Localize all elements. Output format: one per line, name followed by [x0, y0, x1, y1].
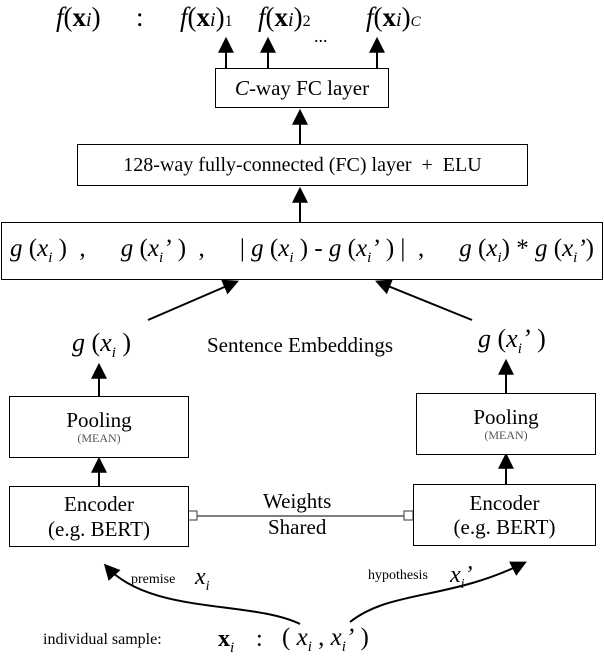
pooling-right-title: Pooling [473, 405, 539, 430]
c-way-fc-layer-label: C-way FC layer [234, 75, 370, 100]
concat-features-box: g (xi ) , g (xi’ ) , | g (xi ) - g (xi’ … [1, 222, 603, 280]
pooling-left-sub: (MEAN) [77, 431, 121, 446]
pooling-left-box: Pooling (MEAN) [9, 396, 189, 458]
encoder-right-line2: (e.g. BERT) [453, 515, 556, 539]
arrow-right-embedding-to-concat [375, 279, 473, 321]
left-embedding: g (xi ) [72, 328, 132, 362]
premise-var: xi [195, 564, 210, 594]
weights-shared-right-handle [403, 510, 414, 521]
arrow-left-embedding-to-concat [147, 279, 239, 321]
encoder-left-line2: (e.g. BERT) [48, 516, 150, 541]
sentence-embeddings-label: Sentence Embeddings [207, 333, 394, 357]
fc128-layer-box: 128-way fully-connected (FC) layer + ELU [77, 144, 528, 186]
concat-term-abs-diff: | g (xi ) - g (xi’ ) | , [239, 234, 425, 266]
sample-tuple: ( xi , xi’ ) [282, 624, 369, 655]
pooling-right-sub: (MEAN) [484, 428, 528, 443]
arrow-sample-to-left-encoder [103, 563, 301, 625]
pooling-right-box: Pooling (MEAN) [416, 393, 596, 455]
premise-label: premise [131, 572, 176, 587]
output-f-xi-1: f(xi)1 [180, 2, 233, 32]
weights-shared-line1: Weights [263, 489, 332, 513]
output-ellipsis: ... [314, 26, 328, 46]
concat-term-product: g (xi) * g (xi’) [459, 234, 594, 266]
encoder-left-line1: Encoder [64, 492, 134, 517]
output-colon: : [136, 2, 144, 32]
encoder-left-box: Encoder (e.g. BERT) [9, 486, 189, 547]
encoder-right-box: Encoder (e.g. BERT) [413, 484, 596, 546]
right-embedding: g (xi’ ) [478, 324, 546, 358]
sample-var: xi [218, 626, 235, 656]
output-f-xi-c: f(xi)C [366, 2, 421, 32]
c-way-fc-layer-box: C-way FC layer [215, 68, 389, 108]
output-f-xi: f(xi) [56, 2, 101, 32]
hypothesis-label: hypothesis [368, 568, 428, 583]
fc128-layer-label: 128-way fully-connected (FC) layer + ELU [123, 153, 482, 176]
sample-colon: : [256, 626, 263, 652]
concat-term-gxi-prime: g (xi’ ) , [120, 234, 205, 266]
arrow-sample-to-right-encoder [349, 561, 527, 623]
weights-shared-left-handle [187, 510, 198, 521]
weights-shared-line2: Shared [268, 515, 327, 539]
output-f-xi-2: f(xi)2 [258, 2, 311, 32]
concat-term-gxi: g (xi ) , [10, 234, 86, 266]
individual-sample-label: individual sample: [43, 631, 162, 648]
hypothesis-var: xi’ [450, 562, 473, 592]
encoder-right-line1: Encoder [469, 490, 540, 515]
pooling-left-title: Pooling [66, 408, 132, 433]
